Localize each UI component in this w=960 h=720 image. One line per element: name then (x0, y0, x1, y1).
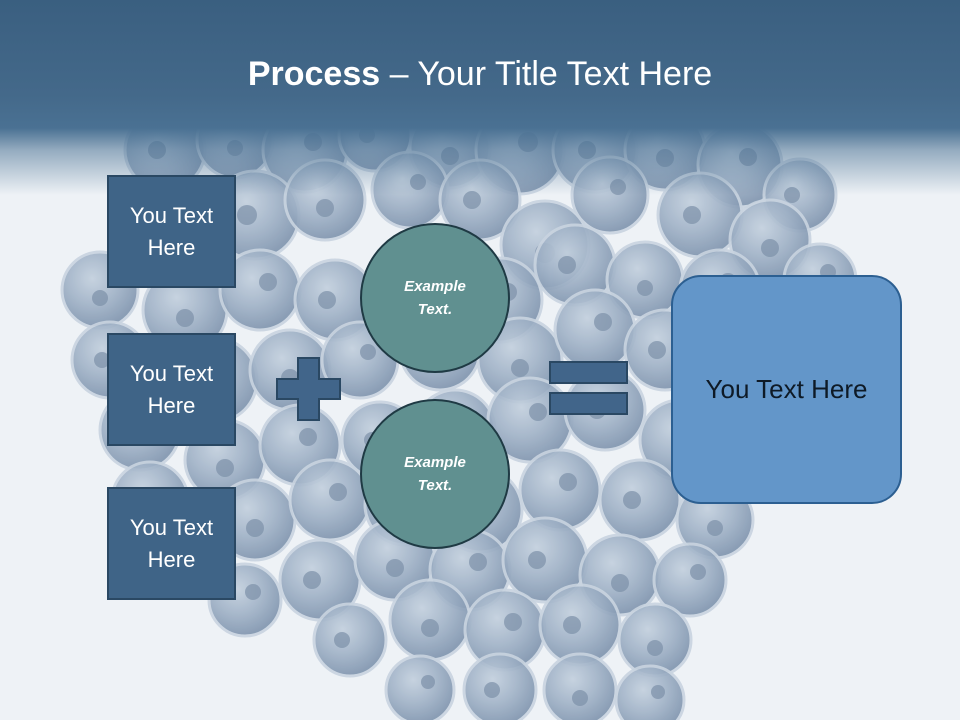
blueberry-shape (384, 654, 456, 720)
blueberry-crown (303, 571, 321, 589)
blueberry-crown (572, 690, 588, 706)
blueberry-shape (462, 652, 538, 720)
text-box-1: You Text Here (107, 175, 236, 288)
blueberry-crown (216, 459, 234, 477)
blueberry-crown (360, 344, 376, 360)
circle-2-line-2: Text. (417, 477, 453, 494)
text-box-2: You Text Here (107, 333, 236, 446)
blueberry-crown (559, 473, 577, 491)
blueberry-crown (683, 206, 701, 224)
circle-1-line-2: Text. (417, 301, 453, 318)
result-box: You Text Here (671, 275, 902, 504)
equals-icon (549, 361, 628, 415)
blueberry-crown (623, 491, 641, 509)
blueberry-crown (334, 632, 350, 648)
blueberry-crown (92, 290, 108, 306)
blueberry-crown (558, 256, 576, 274)
text-box-2-label: You Text Here (129, 360, 214, 418)
blueberry-crown (761, 239, 779, 257)
blueberry-crown (316, 199, 334, 217)
blueberry-shape (288, 458, 372, 542)
blueberry-crown (259, 273, 277, 291)
blueberry-crown (637, 280, 653, 296)
blueberry-crown (563, 616, 581, 634)
result-label: You Text Here (705, 374, 868, 404)
blueberry-shape (518, 448, 602, 532)
blueberry-crown (504, 613, 522, 631)
blueberry-crown (511, 359, 529, 377)
blueberry-crown (690, 564, 706, 580)
blueberry-crown (648, 341, 666, 359)
blueberry-crown (94, 352, 110, 368)
blueberry-shape (553, 288, 637, 372)
blueberry-shape (614, 664, 686, 720)
blueberry-shape (652, 542, 728, 618)
blueberry-crown (299, 428, 317, 446)
blueberry-crown (246, 519, 264, 537)
plus-icon (276, 357, 341, 421)
circle-1-line-1: Example (404, 278, 466, 295)
title-bar (0, 0, 960, 195)
blueberry-crown (421, 619, 439, 637)
blueberry-crown (469, 553, 487, 571)
circle-2-line-1: Example (404, 454, 466, 471)
blueberry-shape (542, 652, 618, 720)
blueberry-crown (421, 675, 435, 689)
blueberry-crown (651, 685, 665, 699)
blueberry-crown (529, 403, 547, 421)
blueberry-crown (318, 291, 336, 309)
title-bold: Process (247, 55, 381, 93)
blueberry-crown (594, 313, 612, 331)
title-rest: – Your Title Text Here (380, 55, 713, 93)
slide-title: Process – Your Title Text Here (0, 52, 960, 96)
blueberry-crown (176, 309, 194, 327)
blueberry-crown (484, 682, 500, 698)
text-box-3: You Text Here (107, 487, 236, 600)
blueberry-crown (647, 640, 663, 656)
blueberry-crown (386, 559, 404, 577)
blueberry-crown (707, 520, 723, 536)
blueberry-crown (528, 551, 546, 569)
text-box-3-label: You Text Here (129, 514, 214, 572)
blueberry-crown (245, 584, 261, 600)
blueberry-crown (329, 483, 347, 501)
text-box-1-label: You Text Here (129, 202, 214, 260)
blueberry-crown (611, 574, 629, 592)
blueberry-crown (463, 191, 481, 209)
blueberry-crown (237, 205, 257, 225)
